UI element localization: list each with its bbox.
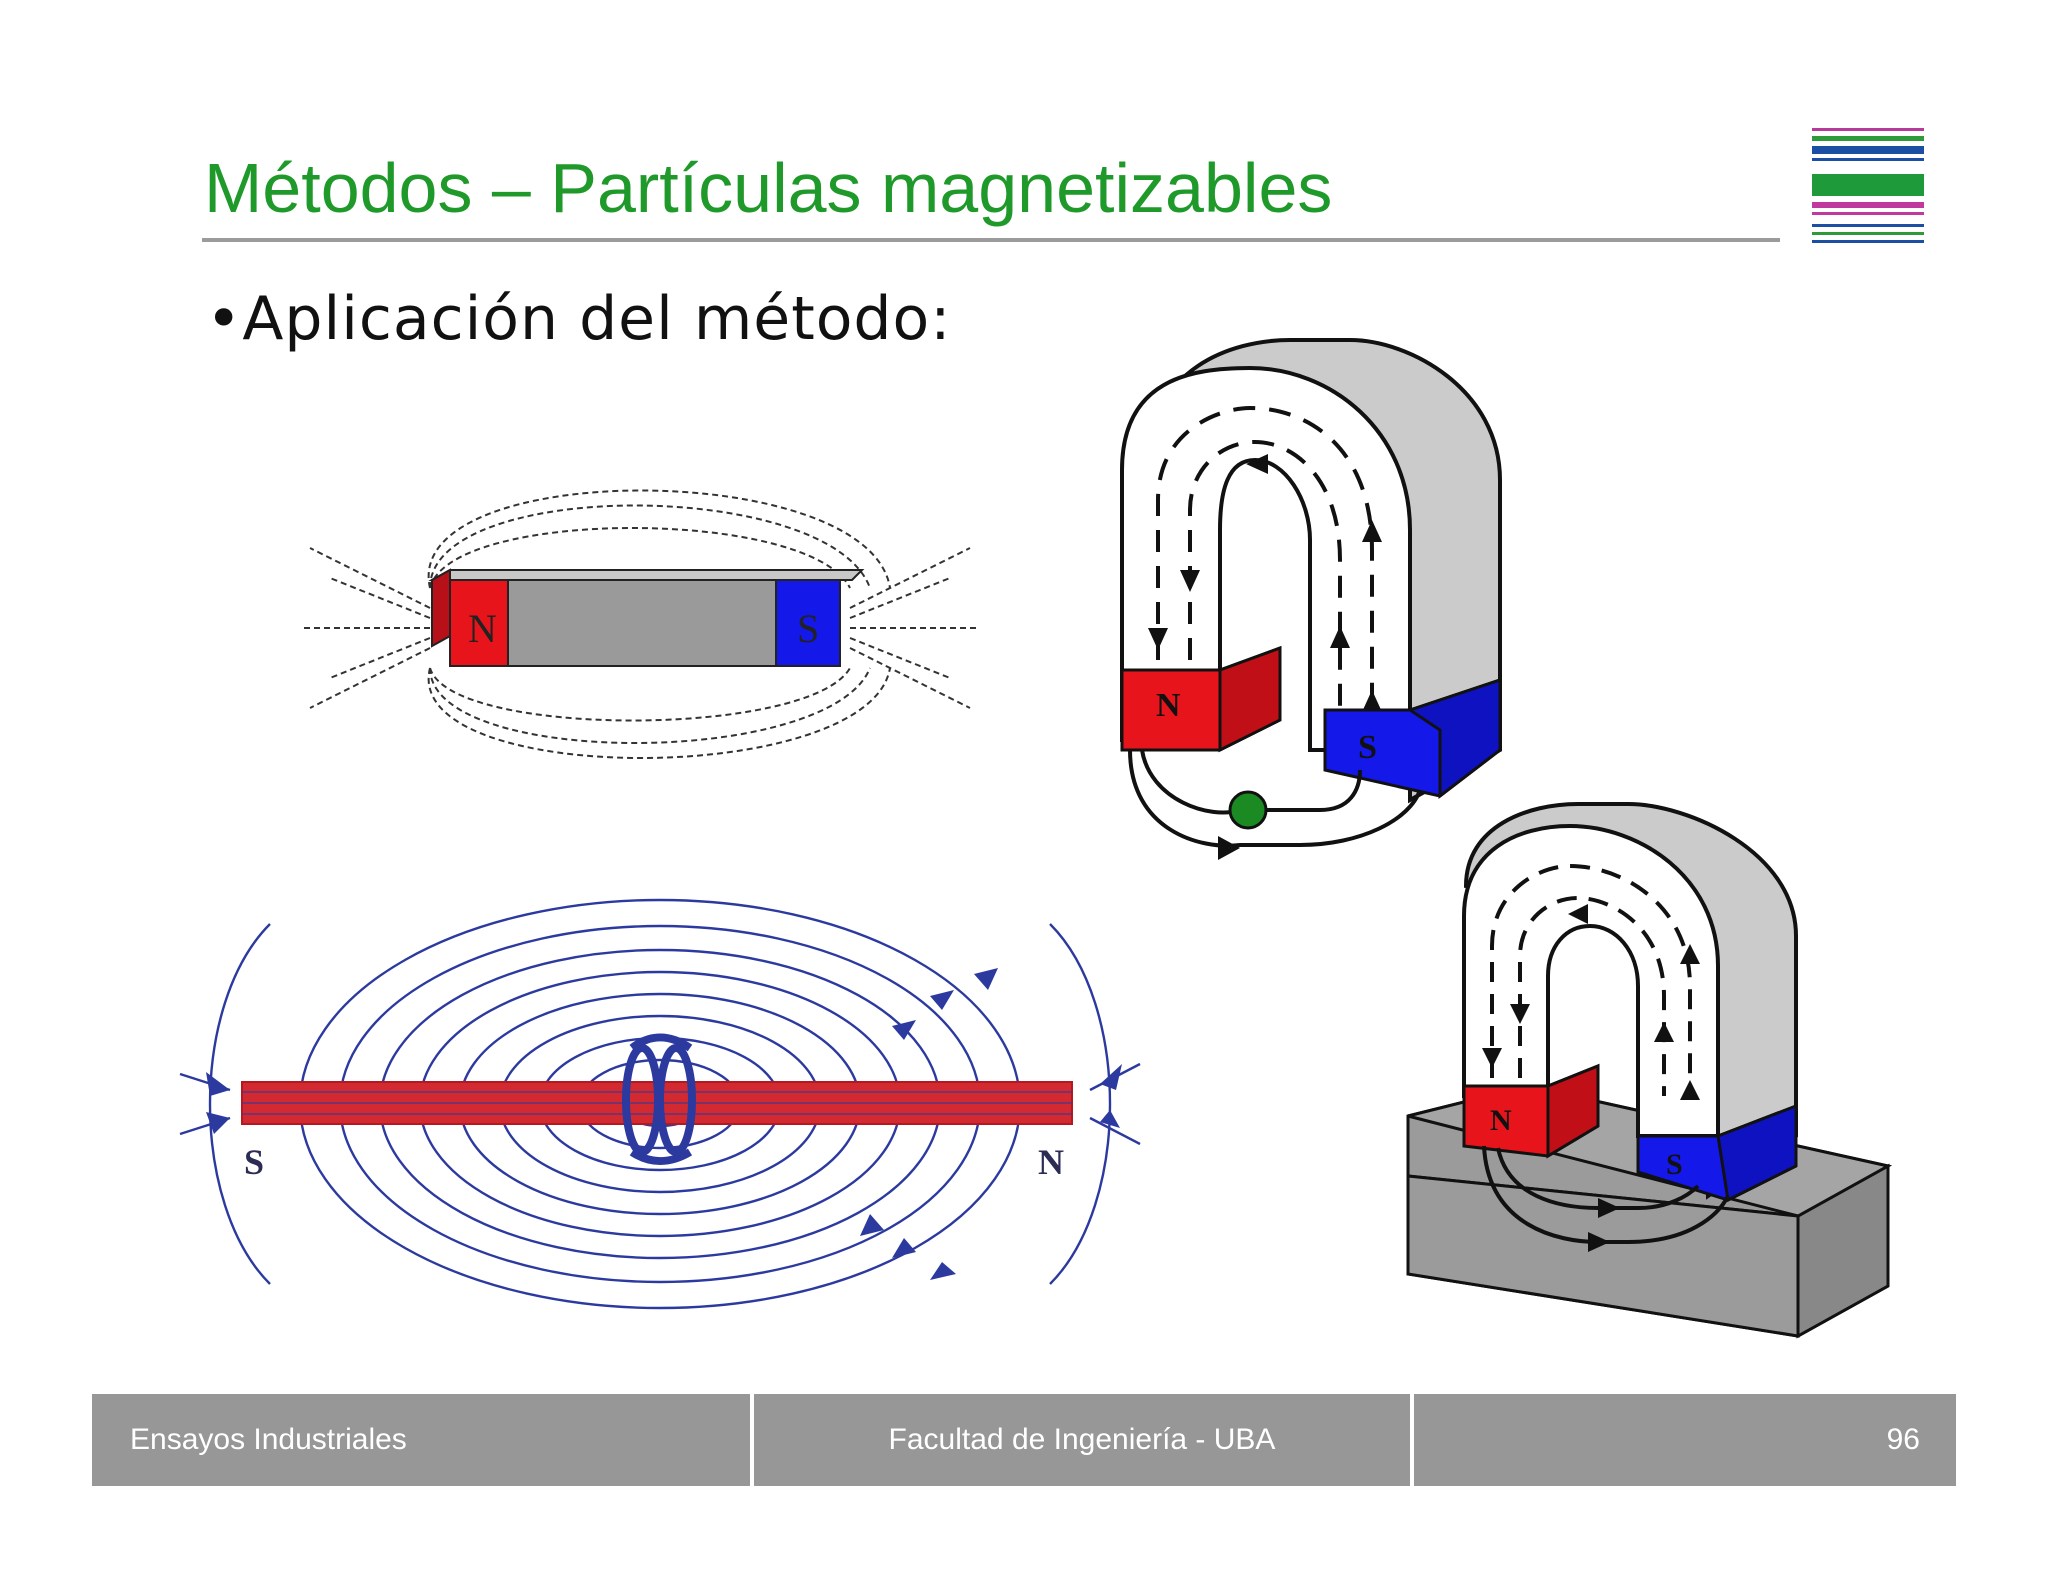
horseshoe-north-label: N — [1156, 687, 1181, 724]
bar-magnet-field-lines — [300, 489, 980, 759]
block-horseshoe-south-label: S — [1666, 1148, 1683, 1181]
bar-magnet-south-label: S — [797, 606, 819, 651]
bar-north-label: N — [1038, 1142, 1064, 1182]
magnetic-particle — [1228, 790, 1268, 830]
bar-magnet-south-pole — [775, 579, 841, 667]
bar-magnet-north-label: N — [468, 606, 497, 651]
title-underline — [202, 238, 1780, 242]
coil — [622, 1033, 696, 1165]
slide-footer: Ensayos Industriales Facultad de Ingenie… — [92, 1394, 1956, 1486]
institution-logo — [1812, 128, 1924, 243]
horseshoe-south-label: S — [1358, 729, 1377, 766]
footer-course: Ensayos Industriales — [92, 1394, 750, 1486]
footer-institution: Facultad de Ingeniería - UBA — [754, 1394, 1410, 1486]
horseshoe-magnet-figure: N S — [1120, 338, 1502, 860]
bar-south-label: S — [244, 1142, 264, 1182]
footer-page-number: 96 — [1414, 1394, 1956, 1486]
bar-magnet-north-pole — [449, 579, 509, 667]
slide-title: Métodos – Partículas magnetizables — [204, 149, 1333, 227]
bullet-point: •Aplicación del método: — [206, 284, 952, 354]
bar-magnet-figure: N S — [300, 489, 980, 759]
block-horseshoe-north-label: N — [1490, 1104, 1512, 1137]
magnetized-bar-figure: S N — [179, 898, 1141, 1310]
horseshoe-on-block-figure: N S — [1406, 802, 1893, 1339]
